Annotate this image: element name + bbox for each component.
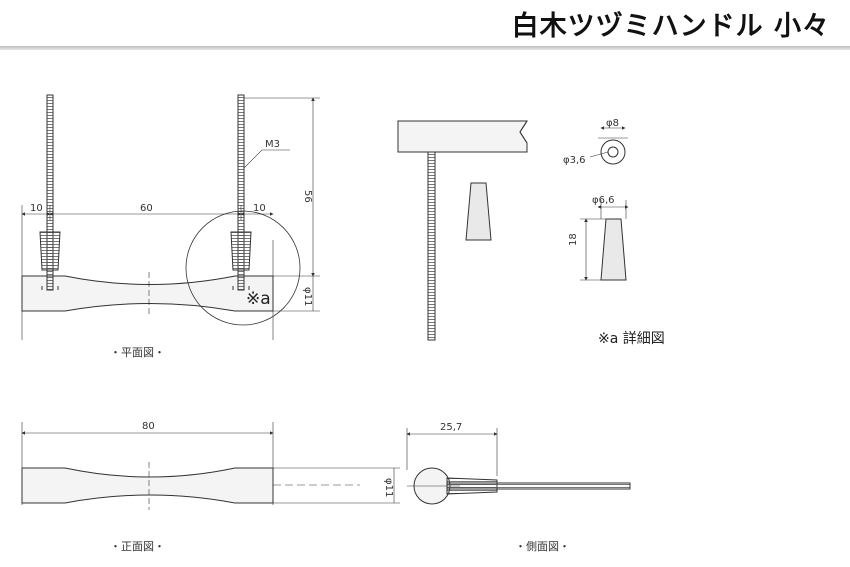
plan-right-screw (237, 94, 245, 291)
detail-screw (427, 151, 436, 341)
plan-left-screw (46, 94, 54, 291)
detail-title: ※a 詳細図 (598, 331, 665, 347)
detail-insert (465, 182, 492, 241)
detail-handle-section (397, 120, 528, 153)
front-view (21, 422, 400, 510)
dim-10-left: 10 (30, 203, 43, 214)
plan-view-caption: ・平面図・ (110, 346, 165, 359)
detail-insert-side (600, 218, 627, 281)
dim-10-right: 10 (253, 203, 266, 214)
dim-m3: M3 (265, 139, 280, 150)
dim-phi11-plan: φ11 (302, 287, 313, 306)
detail-marker: ※a (246, 289, 271, 309)
side-view (406, 428, 631, 505)
dim-phi6-6: φ6,6 (592, 195, 615, 206)
title-underline (0, 46, 850, 50)
dim-phi8: φ8 (606, 118, 619, 129)
detail-end-circle-outer (600, 139, 626, 165)
plan-left-insert (39, 231, 61, 271)
dim-phi11-front: φ11 (383, 478, 394, 497)
front-view-caption: ・正面図・ (110, 540, 165, 553)
detail-end-circle-inner (607, 146, 619, 158)
detail-a (397, 120, 629, 341)
plan-right-insert (230, 231, 252, 271)
detail-a-circle (185, 210, 301, 326)
page-title: 白木ツヅミハンドル 小々 (511, 11, 830, 42)
dim-56: 56 (302, 190, 313, 203)
plan-view (21, 94, 320, 340)
side-screw (446, 482, 631, 490)
dim-80: 80 (142, 421, 155, 432)
front-handle-body (21, 467, 274, 504)
dim-18: 18 (568, 233, 579, 246)
dim-phi3-6: φ3,6 (563, 155, 586, 166)
side-view-caption: ・側面図・ (515, 540, 570, 553)
dim-25-7: 25,7 (440, 422, 462, 433)
dim-60: 60 (140, 203, 153, 214)
plan-handle-body (21, 275, 274, 312)
